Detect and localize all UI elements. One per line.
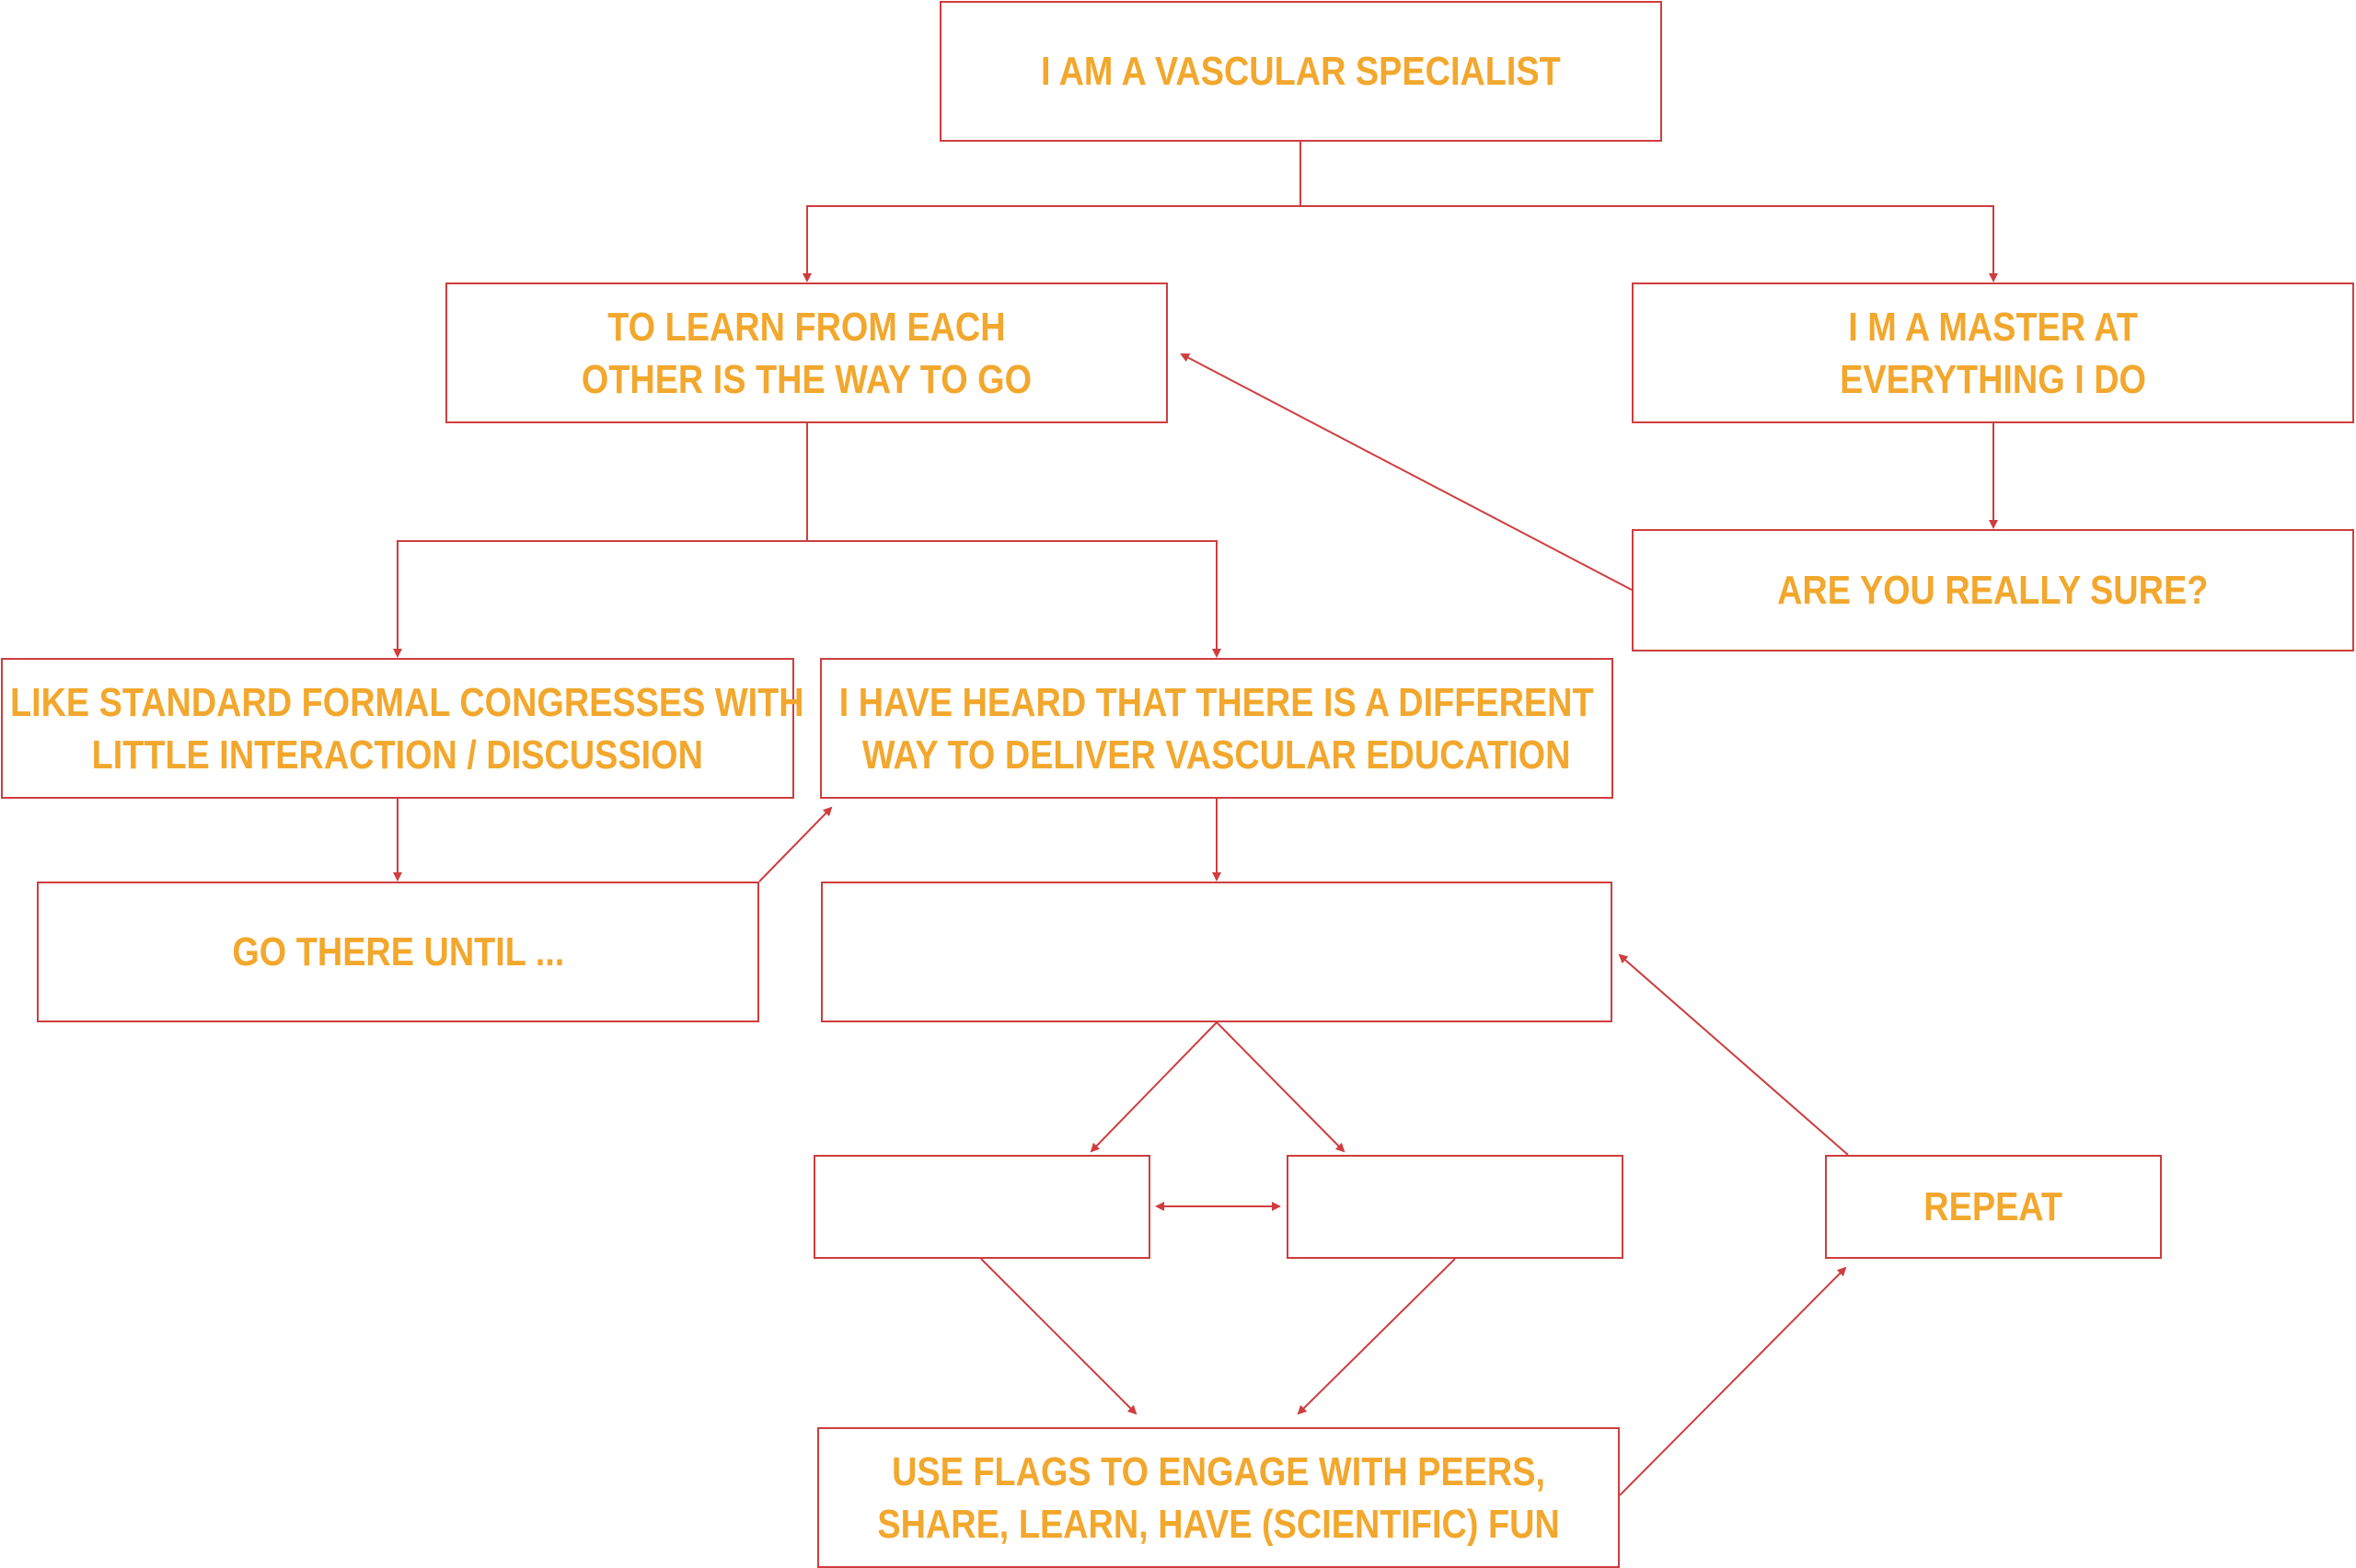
- node-line: EVERYTHING I DO: [1840, 356, 2146, 402]
- node-are-you-sure: ARE YOU REALLY SURE?: [1632, 529, 2354, 651]
- node-line: WAY TO DELIVER VASCULAR EDUCATION: [862, 732, 1571, 778]
- connector-blank-left-to-flags: [980, 1258, 1138, 1415]
- node-line: I LIKE STANDARD FORMAL CONGRESSES WITH: [0, 679, 804, 725]
- node-learn-from-each-other: TO LEARN FROM EACH OTHER IS THE WAY TO G…: [445, 282, 1168, 423]
- node-blank-right: [1287, 1155, 1623, 1259]
- node-line: I HAVE HEARD THAT THERE IS A DIFFERENT: [839, 679, 1594, 725]
- node-learn-from-each-other-text: TO LEARN FROM EACH OTHER IS THE WAY TO G…: [582, 301, 1032, 406]
- node-line: OTHER IS THE WAY TO GO: [581, 356, 1033, 402]
- node-vascular-specialist-text: I AM A VASCULAR SPECIALIST: [1041, 45, 1561, 98]
- node-line: TO LEARN FROM EACH: [607, 304, 1006, 350]
- connector-specialist-to-learn: [803, 142, 1301, 282]
- connector-blank-main-to-blank-left: [1090, 1021, 1218, 1153]
- node-line: I AM A VASCULAR SPECIALIST: [1041, 49, 1561, 94]
- connector-blank-right-to-flags: [1297, 1258, 1456, 1415]
- node-master-at-everything-text: I M A MASTER AT EVERYTHING I DO: [1840, 301, 2146, 406]
- connector-goto-to-heard: [758, 806, 833, 882]
- node-go-there-until-text: GO THERE UNTIL ...: [232, 926, 564, 978]
- connector-learn-to-heard: [807, 540, 1221, 658]
- node-go-there-until: GO THERE UNTIL ...: [37, 882, 759, 1022]
- node-formal-congresses: I LIKE STANDARD FORMAL CONGRESSES WITH L…: [0, 658, 804, 799]
- node-repeat: REPEAT: [1825, 1155, 2162, 1259]
- connector-learn-to-formal: [393, 423, 808, 658]
- connector-blank-main-to-blank-right: [1216, 1021, 1345, 1153]
- node-blank-left: [814, 1155, 1150, 1259]
- node-master-at-everything: I M A MASTER AT EVERYTHING I DO: [1632, 282, 2354, 423]
- node-line: I M A MASTER AT: [1848, 304, 2138, 350]
- node-line: ARE YOU REALLY SURE?: [1777, 568, 2209, 613]
- node-line: REPEAT: [1923, 1184, 2063, 1229]
- node-different-way-text: I HAVE HEARD THAT THERE IS A DIFFERENT W…: [839, 676, 1594, 781]
- node-line: GO THERE UNTIL ...: [232, 929, 564, 974]
- node-use-flags-text: USE FLAGS TO ENGAGE WITH PEERS, SHARE, L…: [877, 1446, 1559, 1551]
- node-line: USE FLAGS TO ENGAGE WITH PEERS,: [892, 1448, 1545, 1494]
- node-are-you-sure-text: ARE YOU REALLY SURE?: [1777, 564, 2208, 617]
- connector-sure-to-learn: [1180, 353, 1633, 591]
- node-formal-congresses-text: I LIKE STANDARD FORMAL CONGRESSES WITH L…: [0, 676, 804, 781]
- connector-flags-to-repeat: [1619, 1266, 1847, 1496]
- node-line: LITTLE INTERACTION / DISCUSSION: [91, 732, 704, 778]
- connector-specialist-to-master: [1300, 205, 1998, 282]
- connector-repeat-to-blank-main: [1618, 953, 1849, 1156]
- node-use-flags: USE FLAGS TO ENGAGE WITH PEERS, SHARE, L…: [817, 1427, 1620, 1568]
- node-blank-main: [821, 882, 1612, 1022]
- node-repeat-text: REPEAT: [1924, 1181, 2063, 1233]
- node-different-way: I HAVE HEARD THAT THERE IS A DIFFERENT W…: [820, 658, 1613, 799]
- node-line: SHARE, LEARN, HAVE (SCIENTIFIC) FUN: [877, 1501, 1560, 1547]
- node-vascular-specialist: I AM A VASCULAR SPECIALIST: [940, 1, 1662, 142]
